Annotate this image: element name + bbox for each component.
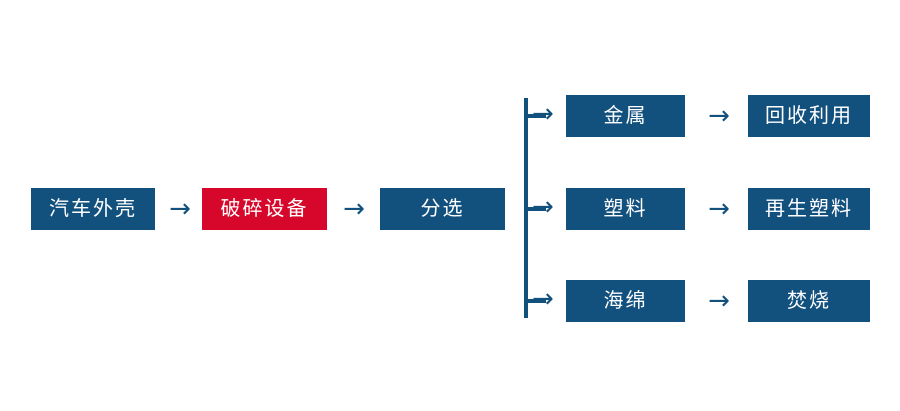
node-label: 塑料 (603, 198, 648, 220)
node-recycle-reuse[interactable]: 回收利用 (748, 95, 870, 137)
branch-arrow-plastic: → (532, 194, 554, 220)
node-sponge[interactable]: 海绵 (566, 280, 685, 322)
arrow-shell-to-crusher: → (163, 188, 197, 230)
node-regenerated-plastic[interactable]: 再生塑料 (748, 188, 870, 230)
node-sorting[interactable]: 分选 (380, 188, 505, 230)
node-label: 海绵 (603, 290, 648, 312)
arrow-glyph: → (708, 286, 730, 316)
arrow-glyph: → (532, 99, 554, 129)
arrow-glyph: → (532, 284, 554, 314)
node-metal[interactable]: 金属 (566, 95, 685, 137)
arrow-glyph: → (708, 101, 730, 131)
node-label: 再生塑料 (765, 198, 853, 220)
arrow-glyph: → (708, 194, 730, 224)
split-connector-trunk (524, 98, 528, 318)
arrow-glyph: → (169, 194, 191, 224)
node-plastic[interactable]: 塑料 (566, 188, 685, 230)
node-label: 金属 (603, 105, 648, 127)
node-car-shell[interactable]: 汽车外壳 (31, 188, 155, 230)
node-label: 焚烧 (787, 290, 831, 312)
arrow-plastic-to-regenerated: → (697, 188, 741, 230)
arrow-metal-to-recycle: → (697, 95, 741, 137)
arrow-crusher-to-sorting: → (336, 188, 372, 230)
node-label: 汽车外壳 (49, 198, 137, 220)
node-label: 破碎设备 (220, 198, 309, 220)
node-crusher-equipment[interactable]: 破碎设备 (202, 188, 327, 230)
arrow-glyph: → (343, 194, 365, 224)
branch-stem-metal (528, 114, 546, 118)
branch-arrow-sponge: → (532, 286, 554, 312)
arrow-glyph: → (532, 192, 554, 222)
branch-stem-plastic (528, 207, 546, 211)
branch-arrow-metal: → (532, 101, 554, 127)
arrow-sponge-to-incineration: → (697, 280, 741, 322)
node-incineration[interactable]: 焚烧 (748, 280, 870, 322)
node-label: 分选 (420, 198, 465, 220)
branch-stem-sponge (528, 299, 546, 303)
node-label: 回收利用 (765, 105, 853, 127)
